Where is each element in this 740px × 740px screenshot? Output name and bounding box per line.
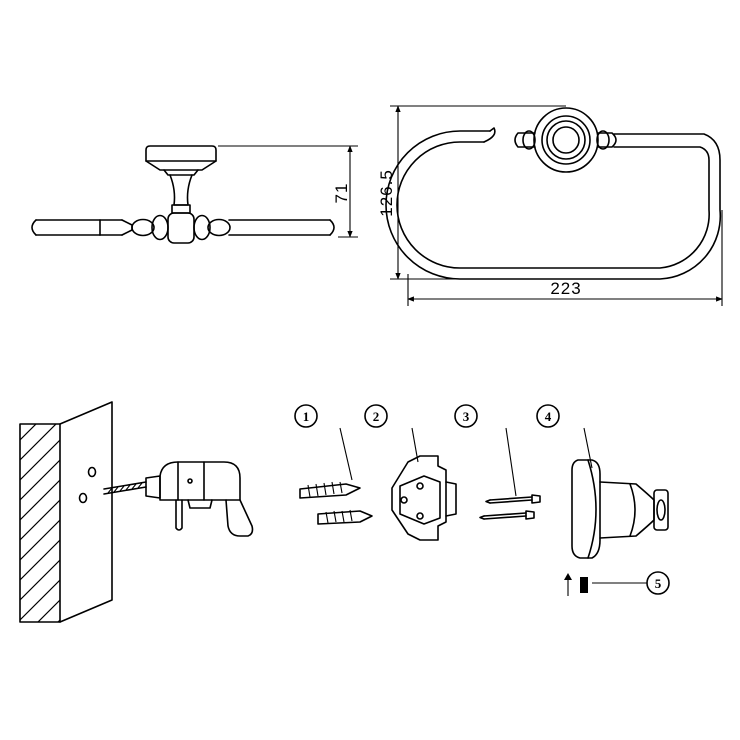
dim-height-side: 71 [332,183,351,204]
drill-icon [103,461,254,537]
step-2: 2 [364,404,457,541]
drill-hole-top [87,466,97,478]
step-2-number: 2 [373,409,380,424]
mounting-bracket-icon [391,455,457,541]
step-5: 5 [564,571,670,596]
step-4-number: 4 [545,409,552,424]
step-3: 3 [454,404,541,520]
set-screw-icon [580,577,588,593]
step-1: 1 [294,404,373,525]
screw-icon [479,494,541,520]
wall-plug-icon [299,481,373,525]
wall-flange-icon [571,459,669,559]
step-3-number: 3 [463,409,470,424]
front-view: 126.5 223 [377,105,723,306]
dim-width-front: 223 [550,279,581,298]
wall [19,401,113,623]
step-5-number: 5 [655,576,662,591]
step-1-number: 1 [303,409,310,424]
step-4: 4 [536,404,669,559]
dim-height-front: 126.5 [377,169,396,217]
up-arrow-icon [564,573,572,596]
side-view: 71 [31,145,358,244]
drill-hole-bottom [78,492,88,504]
